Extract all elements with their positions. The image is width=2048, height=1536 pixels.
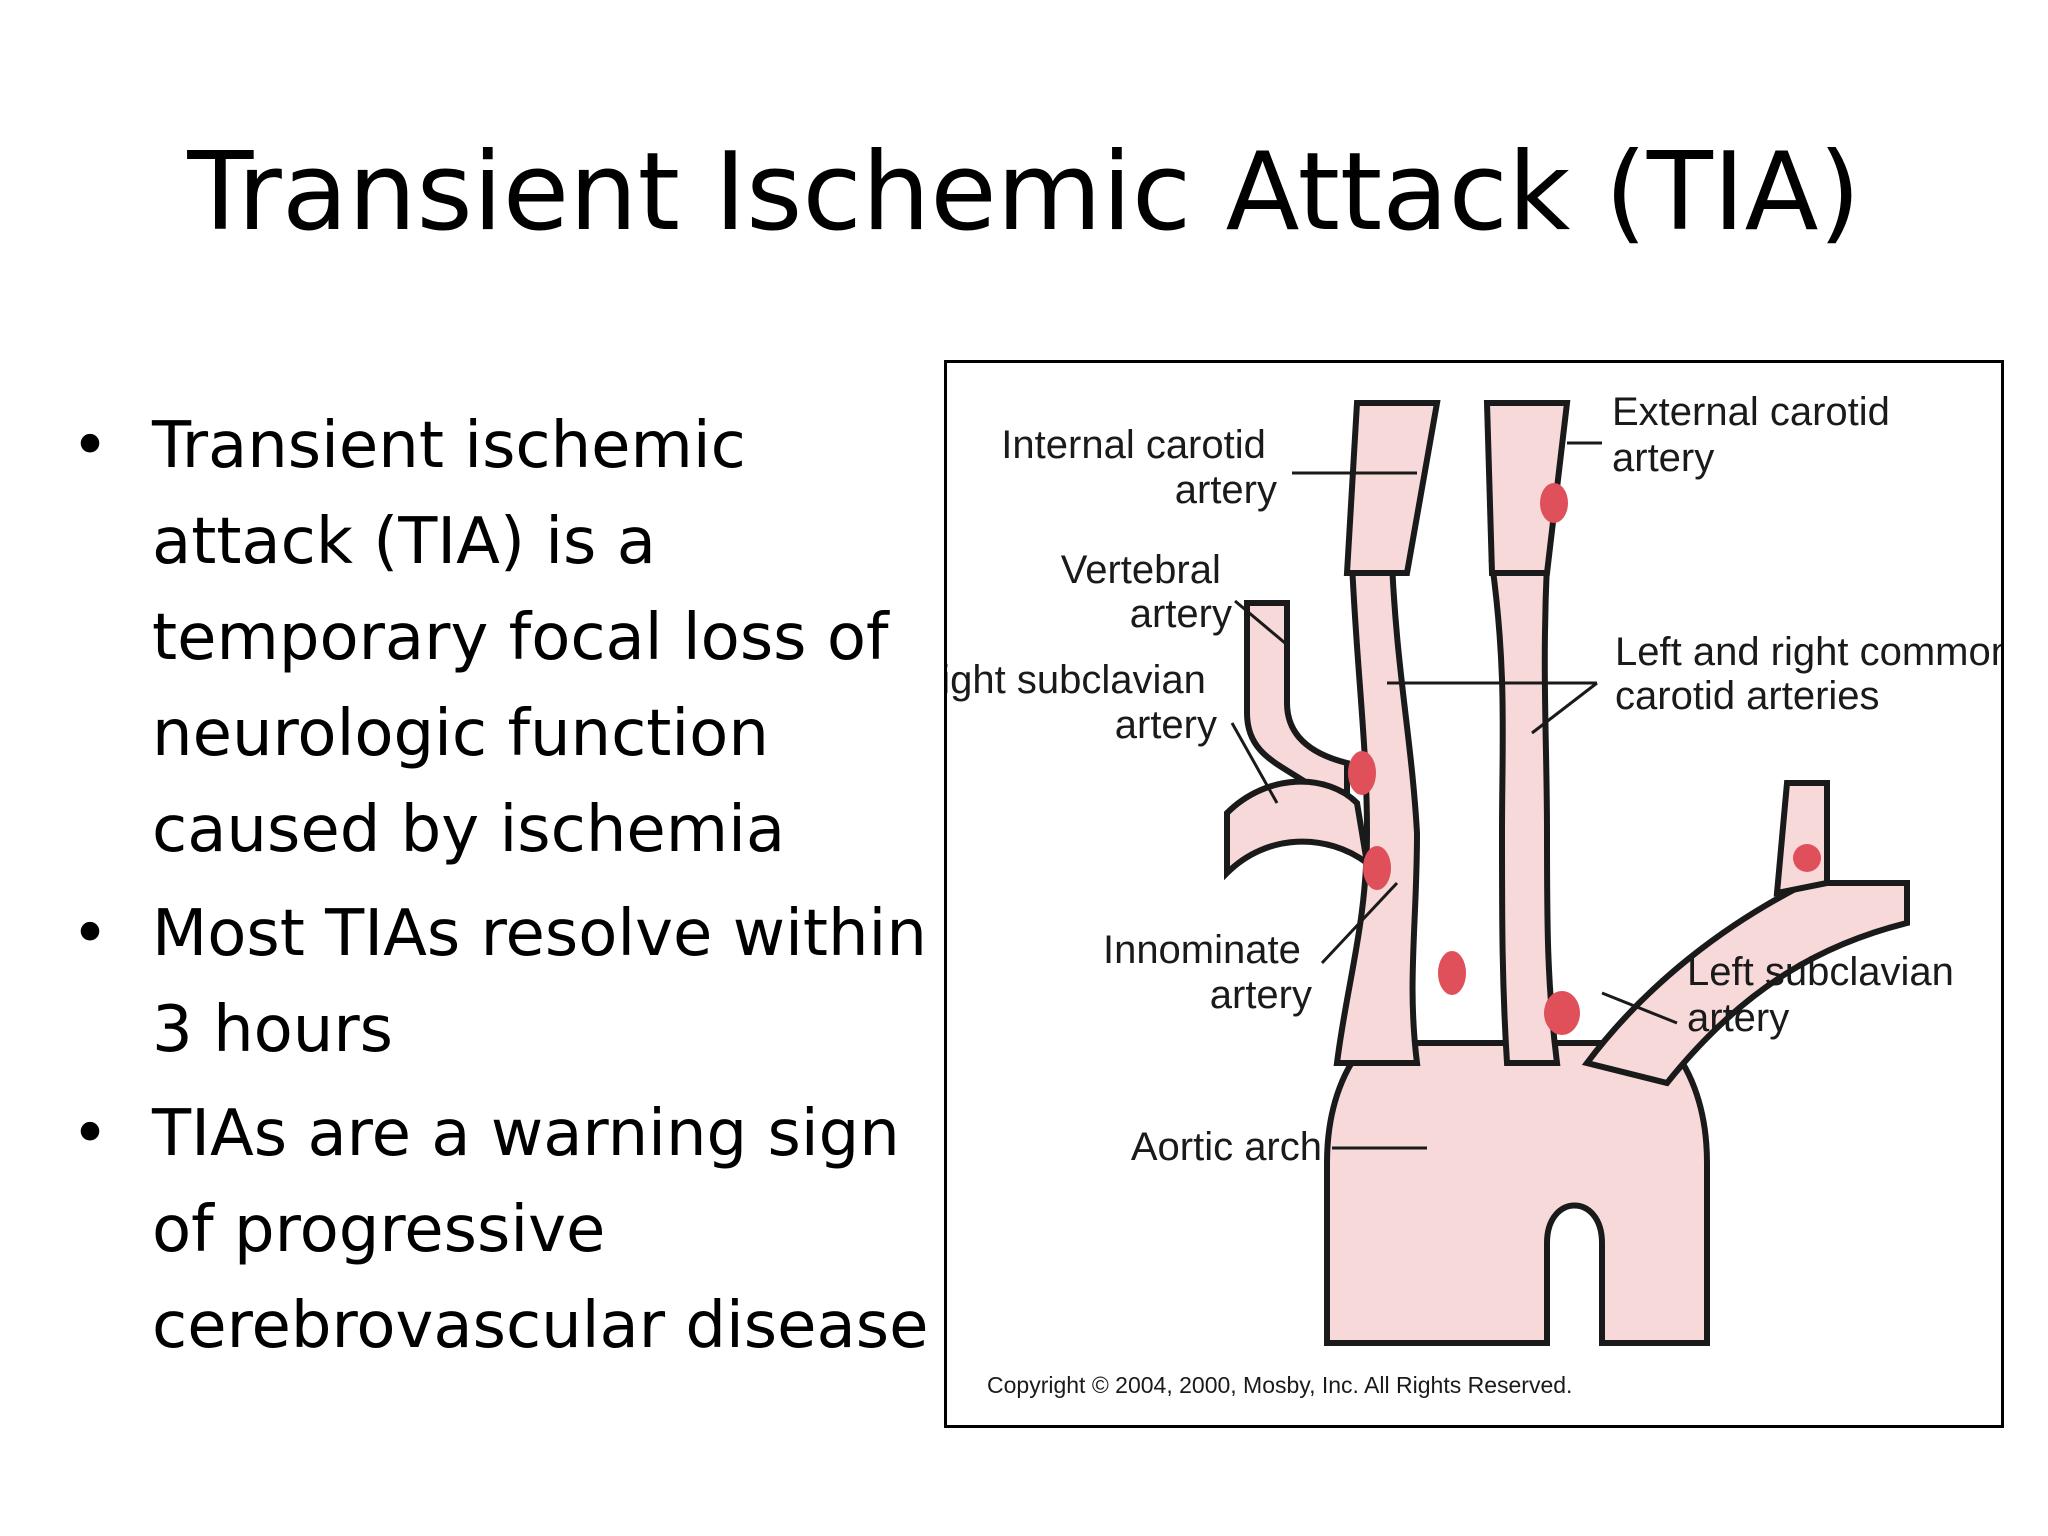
bullet-item: • Most TIAs resolve within 3 hours — [70, 886, 950, 1078]
leader-line — [1234, 599, 1286, 645]
bullet-line: cerebrovascular disease — [152, 1289, 929, 1363]
external-carotid-vessel — [1483, 400, 1571, 576]
plaque-group — [1348, 483, 1821, 1035]
plaque — [1544, 991, 1580, 1035]
artery-diagram-drawing: Internal carotid artery External carotid… — [947, 390, 2001, 1398]
label-right-subclavian: Right subclavian artery — [947, 658, 1217, 747]
bullet-line: caused by ischemia — [152, 793, 786, 867]
label-common-carotids: Left and right common carotid arteries — [1615, 630, 2001, 718]
label-aortic-arch: Aortic arch — [1131, 1125, 1322, 1169]
vertebral-vessel — [1244, 600, 1350, 797]
label-innominate: Innominate artery — [1103, 928, 1312, 1017]
bullet-icon: • — [71, 897, 109, 971]
aortic-arch-vessel — [1324, 1040, 1710, 1346]
leader-line — [1601, 991, 1678, 1025]
bullet-item: • Transient ischemic attack (TIA) is a t… — [70, 398, 950, 878]
left-common-carotid-vessel — [1488, 560, 1561, 1066]
left-subclavian-branch-vessel — [1773, 780, 1830, 897]
plaque — [1438, 951, 1466, 995]
bullet-line: neurologic function — [152, 697, 769, 771]
vessel-network — [1224, 400, 1910, 1346]
bullet-line: Most TIAs resolve within — [152, 897, 927, 971]
bullet-icon: • — [71, 1097, 109, 1171]
leader-lines — [1230, 441, 1678, 1150]
bullet-line: attack (TIA) is a — [152, 505, 656, 579]
bullet-list: • Transient ischemic attack (TIA) is a t… — [70, 398, 950, 1382]
label-left-subclavian: Left subclavian artery — [1687, 950, 1965, 1040]
leader-line — [1531, 681, 1598, 735]
internal-carotid-vessel — [1343, 400, 1441, 576]
slide-title: Transient Ischemic Attack (TIA) — [187, 130, 1861, 255]
label-vertebral: Vertebral artery — [1061, 548, 1232, 636]
plaque — [1363, 846, 1391, 890]
bullet-item: • TIAs are a warning sign of progressive… — [70, 1086, 950, 1374]
bullet-line: 3 hours — [152, 993, 393, 1067]
plaque — [1793, 844, 1821, 872]
plaque — [1540, 483, 1568, 523]
left-subclavian-vessel — [1581, 880, 1910, 1087]
plaque — [1348, 751, 1376, 795]
leader-line — [1230, 722, 1279, 804]
figure-copyright: Copyright © 2004, 2000, Mosby, Inc. All … — [987, 1372, 1572, 1398]
artery-diagram: Internal carotid artery External carotid… — [944, 360, 2004, 1428]
leader-line — [1320, 881, 1399, 965]
label-internal-carotid: Internal carotid artery — [1001, 423, 1277, 512]
bullet-line: temporary focal loss of — [152, 601, 889, 675]
bullet-line: TIAs are a warning sign — [152, 1097, 900, 1171]
bullet-line: Transient ischemic — [152, 409, 746, 483]
bullet-line: of progressive — [152, 1193, 606, 1267]
label-external-carotid: External carotid artery — [1612, 390, 1901, 480]
right-subclavian-vessel — [1224, 778, 1372, 881]
bullet-icon: • — [71, 409, 109, 483]
